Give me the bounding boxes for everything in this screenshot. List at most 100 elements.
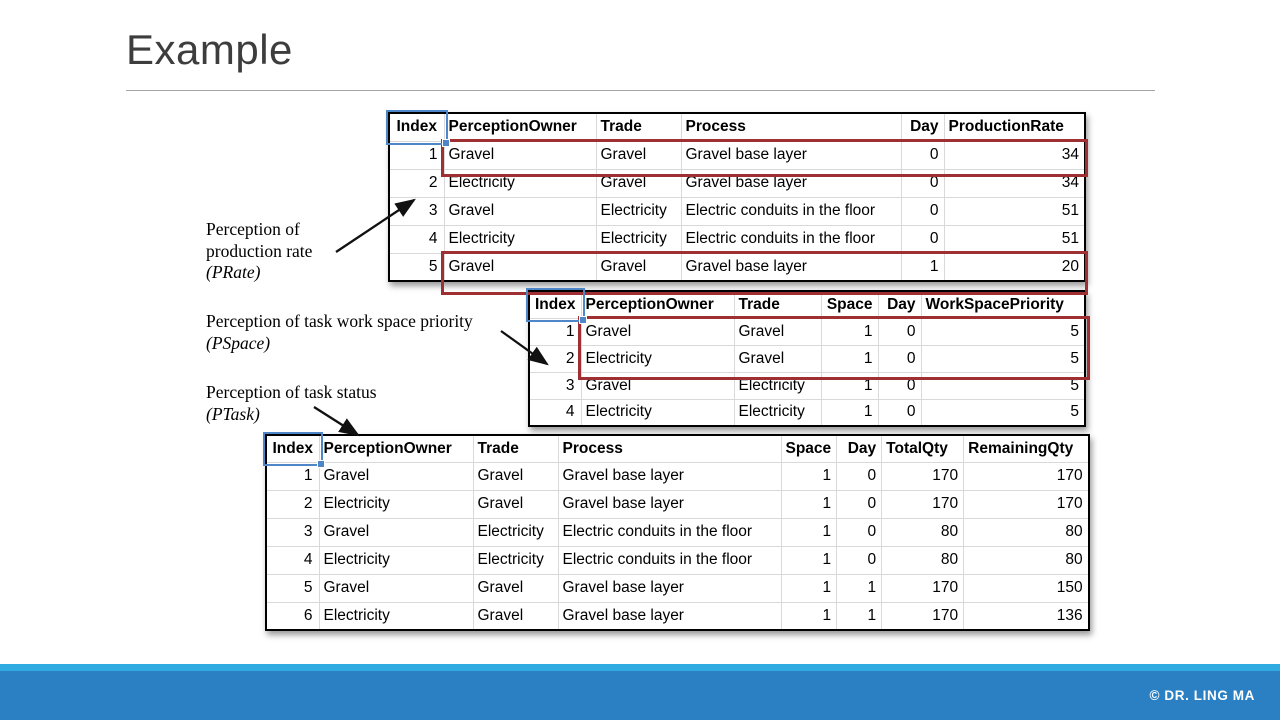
table-cell: 0 (836, 461, 883, 491)
annotation-prate: Perception of production rate (PRate) (206, 219, 338, 284)
col-header-process: Process (680, 112, 902, 142)
table-cell: 0 (836, 545, 883, 575)
table-cell: 150 (963, 573, 1090, 603)
table-cell: 3 (265, 517, 320, 547)
table-cell: Electricity (443, 168, 597, 198)
annotation-prate-text: Perception of production rate (206, 219, 313, 261)
table-cell: 170 (963, 489, 1090, 519)
table-cell: 4 (528, 398, 582, 427)
table-cell: Gravel base layer (557, 461, 782, 491)
table-cell: Electricity (472, 517, 559, 547)
col-header-trade: Trade (595, 112, 682, 142)
table-cell: Gravel (472, 489, 559, 519)
table-cell: Electricity (318, 489, 474, 519)
table-cell: Gravel (580, 371, 735, 400)
col-header-index: Index (265, 434, 320, 463)
table-cell: Electric conduits in the floor (557, 545, 782, 575)
highlight-box-pspace-rows1-2 (578, 316, 1090, 380)
table-cell: 2 (388, 168, 445, 198)
table-cell: 0 (836, 517, 883, 547)
table-cell: Gravel (472, 573, 559, 603)
col-header-perceptionowner: PerceptionOwner (580, 290, 735, 319)
selected-cell-outline (526, 288, 587, 324)
col-header-day: Day (877, 290, 922, 319)
table-cell: 1 (836, 573, 883, 603)
page-title: Example (126, 26, 293, 73)
table-cell: Electricity (733, 398, 822, 427)
col-header-trade: Trade (733, 290, 822, 319)
col-header-totalqty: TotalQty (881, 434, 965, 463)
col-header-workspacepriority: WorkSpacePriority (920, 290, 1086, 319)
table-cell: Gravel (595, 140, 682, 170)
table-cell: 1 (780, 517, 838, 547)
table-cell: Gravel base layer (557, 489, 782, 519)
col-header-space: Space (820, 290, 879, 319)
col-header-perceptionowner: PerceptionOwner (443, 112, 597, 142)
table-cell: Electricity (318, 601, 474, 631)
table-cell: Gravel (472, 601, 559, 631)
table-cell: Electric conduits in the floor (680, 196, 902, 226)
table-cell: 0 (900, 168, 945, 198)
col-header-day: Day (900, 112, 945, 142)
title-divider (126, 90, 1155, 91)
col-header-day: Day (836, 434, 883, 463)
table-cell: 5 (920, 371, 1086, 400)
table-cell: Gravel (318, 573, 474, 603)
selected-cell-outline (386, 110, 450, 147)
table-cell: 80 (881, 545, 965, 575)
table-cell: 0 (836, 489, 883, 519)
table-cell: 170 (963, 461, 1090, 491)
col-header-trade: Trade (472, 434, 559, 463)
table-cell: Electricity (595, 196, 682, 226)
table-cell: 1 (780, 545, 838, 575)
table-cell: 1 (780, 489, 838, 519)
table-cell: 170 (881, 573, 965, 603)
col-header-remainingqty: RemainingQty (963, 434, 1090, 463)
table-cell: 6 (265, 601, 320, 631)
table-cell: 1 (780, 573, 838, 603)
table-cell: Gravel (318, 461, 474, 491)
table-cell: Gravel base layer (557, 573, 782, 603)
table-cell: 136 (963, 601, 1090, 631)
annotation-pspace-code: (PSpace) (206, 332, 271, 353)
table-cell: 1 (836, 601, 883, 631)
footer-accent-strip (0, 664, 1280, 671)
annotation-pspace-text: Perception of task work space priority (206, 311, 473, 331)
annotation-ptask-code: (PTask) (206, 403, 260, 424)
table-cell: 2 (528, 344, 582, 373)
table-cell: Gravel base layer (680, 168, 902, 198)
copyright-text: © DR. LING MA (1149, 688, 1255, 703)
table-cell: 5 (920, 398, 1086, 427)
table-cell: Electricity (318, 545, 474, 575)
table-cell: Gravel (318, 517, 474, 547)
col-header-perceptionowner: PerceptionOwner (318, 434, 474, 463)
selected-cell-outline (263, 432, 325, 468)
table-cell: Gravel (595, 168, 682, 198)
table-cell: 34 (943, 168, 1086, 198)
table-cell: Electricity (443, 224, 597, 254)
table-cell: 5 (265, 573, 320, 603)
table-cell: 1 (780, 461, 838, 491)
table-cell: 20 (943, 252, 1086, 282)
col-header-productionrate: ProductionRate (943, 112, 1086, 142)
col-header-space: Space (780, 434, 838, 463)
annotation-prate-code: (PRate) (206, 262, 261, 283)
table-cell: Gravel base layer (557, 601, 782, 631)
table-cell: 5 (388, 252, 445, 282)
table-cell: 1 (820, 398, 879, 427)
table-cell: 34 (943, 140, 1086, 170)
table-cell: 51 (943, 224, 1086, 254)
table-cell: Electricity (580, 398, 735, 427)
